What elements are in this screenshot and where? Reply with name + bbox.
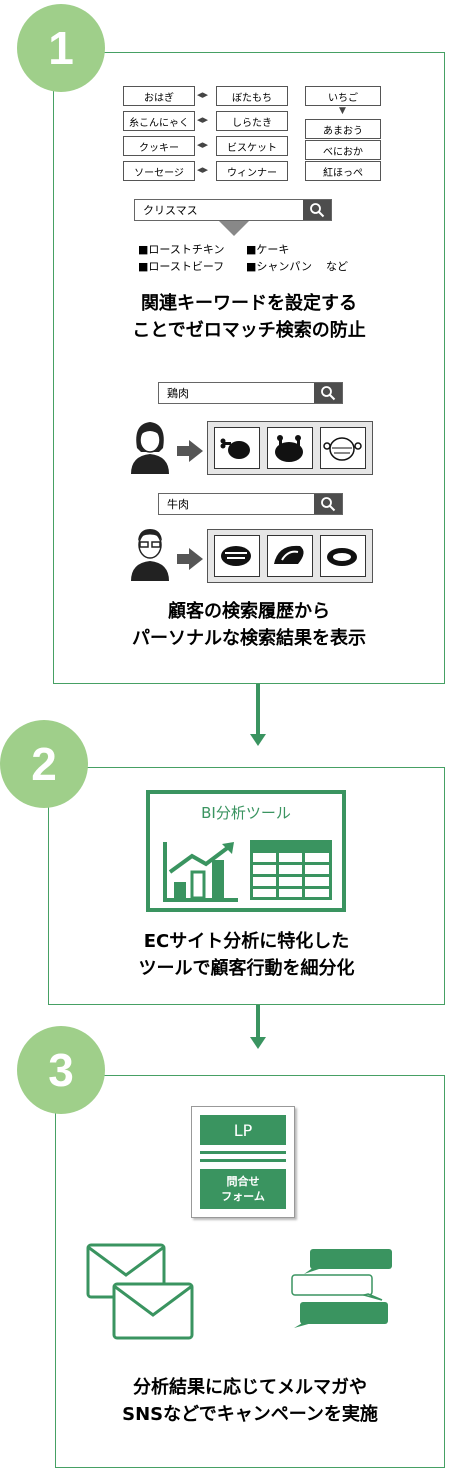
step2-caption: ECサイト分析に特化した ツールで顧客行動を細分化 (48, 928, 445, 982)
result-item: ■ローストビーフ (138, 260, 225, 273)
keyword-left-2: 糸こんにゃく (123, 111, 195, 131)
keyword-right-3: ビスケット (216, 136, 288, 156)
contact-form-block: 問合せ フォーム (200, 1169, 286, 1209)
keyword-right-2: しらたき (216, 111, 288, 131)
keyword-right-4: ウィンナー (216, 161, 288, 181)
result-tile[interactable] (214, 535, 260, 577)
keyword-tree-child-1: あまおう (305, 119, 381, 139)
related-results: ■ローストチキン ■ケーキ ■ローストビーフ ■シャンパン など (138, 241, 348, 275)
result-item: ■ケーキ (246, 243, 290, 256)
landing-page-document: LP 問合せ フォーム (191, 1106, 295, 1218)
whole-chicken-icon (323, 437, 362, 461)
two-way-arrow-icon: ◂▸ (197, 138, 209, 151)
keyword-left-4: ソーセージ (123, 161, 195, 181)
text-line (200, 1151, 286, 1154)
arrow-right-icon (177, 440, 203, 462)
two-way-arrow-icon: ◂▸ (197, 88, 209, 101)
connector-line (256, 1005, 260, 1039)
step1-badge: 1 (17, 4, 105, 92)
result-tile[interactable] (267, 427, 313, 469)
roast-chicken-icon (275, 435, 303, 462)
result-item: ■シャンパン (246, 260, 312, 273)
result-item: ■ローストチキン (138, 243, 225, 256)
bi-tool-window: BI分析ツール (146, 790, 346, 912)
down-arrow-icon (250, 734, 266, 746)
form-label: 問合せ (226, 1175, 260, 1188)
result-tile[interactable] (320, 427, 366, 469)
form-label: フォーム (221, 1190, 265, 1203)
search-query: 鶏肉 (167, 387, 189, 400)
chicken-leg-icon (220, 438, 250, 459)
result-tile[interactable] (214, 427, 260, 469)
search-icon[interactable] (314, 494, 342, 514)
bi-tool-title: BI分析ツール (201, 804, 291, 822)
result-tile[interactable] (320, 535, 366, 577)
chat-bubble-icon (294, 1302, 388, 1328)
caption-line: パーソナルな検索結果を表示 (132, 628, 366, 649)
down-triangle-icon (219, 221, 249, 236)
result-tile[interactable] (267, 535, 313, 577)
step2-badge: 2 (0, 720, 88, 808)
result-item: など (326, 260, 348, 273)
keyword-right-1: ぼたもち (216, 86, 288, 106)
search-query: 牛肉 (167, 498, 189, 511)
meat-cut-icon (274, 545, 304, 564)
search-icon[interactable] (303, 200, 331, 220)
chat-bubble-icon (291, 1274, 383, 1301)
two-way-arrow-icon: ◂▸ (197, 113, 209, 126)
search-query: クリスマス (143, 204, 198, 217)
steak-icon (221, 546, 251, 566)
arrow-right-icon (177, 548, 203, 570)
down-arrow-icon: ▼ (339, 106, 346, 116)
caption-line: 顧客の検索履歴から (168, 601, 330, 622)
caption-line: SNSなどでキャンペーンを実施 (122, 1404, 378, 1425)
caption-line: ツールで顧客行動を細分化 (138, 958, 355, 979)
chat-bubble-icon (304, 1249, 392, 1274)
keyword-tree-parent: いちご (305, 86, 381, 106)
search-icon[interactable] (314, 383, 342, 403)
keyword-left-1: おはぎ (123, 86, 195, 106)
text-line (200, 1159, 286, 1162)
envelope-icon (112, 1282, 194, 1340)
chicken-results-box (207, 421, 373, 475)
step3-badge: 3 (17, 1026, 105, 1114)
sliced-beef-icon (327, 548, 357, 566)
search-bar-christmas[interactable]: クリスマス (134, 199, 332, 221)
caption-line: 分析結果に応じてメルマガや (133, 1377, 367, 1398)
man-avatar-icon (131, 529, 169, 581)
step1b-caption: 顧客の検索履歴から パーソナルな検索結果を表示 (53, 598, 445, 652)
search-bar-beef[interactable]: 牛肉 (158, 493, 343, 515)
lp-header: LP (200, 1115, 286, 1145)
caption-line: ことでゼロマッチ検索の防止 (132, 320, 366, 341)
keyword-tree-child-2: べにおか (305, 140, 381, 160)
woman-avatar-icon (131, 422, 169, 474)
table-grid-icon (250, 840, 332, 900)
caption-line: 関連キーワードを設定する (141, 293, 357, 314)
keyword-left-3: クッキー (123, 136, 195, 156)
keyword-tree-child-3: 紅ほっぺ (305, 161, 381, 181)
beef-results-box (207, 529, 373, 583)
bar-chart-icon (163, 842, 238, 902)
step1-caption: 関連キーワードを設定する ことでゼロマッチ検索の防止 (53, 290, 445, 344)
search-bar-chicken[interactable]: 鶏肉 (158, 382, 343, 404)
caption-line: ECサイト分析に特化した (143, 931, 350, 952)
connector-line (256, 684, 260, 736)
step3-caption: 分析結果に応じてメルマガや SNSなどでキャンペーンを実施 (55, 1374, 445, 1428)
two-way-arrow-icon: ◂▸ (197, 163, 209, 176)
down-arrow-icon (250, 1037, 266, 1049)
